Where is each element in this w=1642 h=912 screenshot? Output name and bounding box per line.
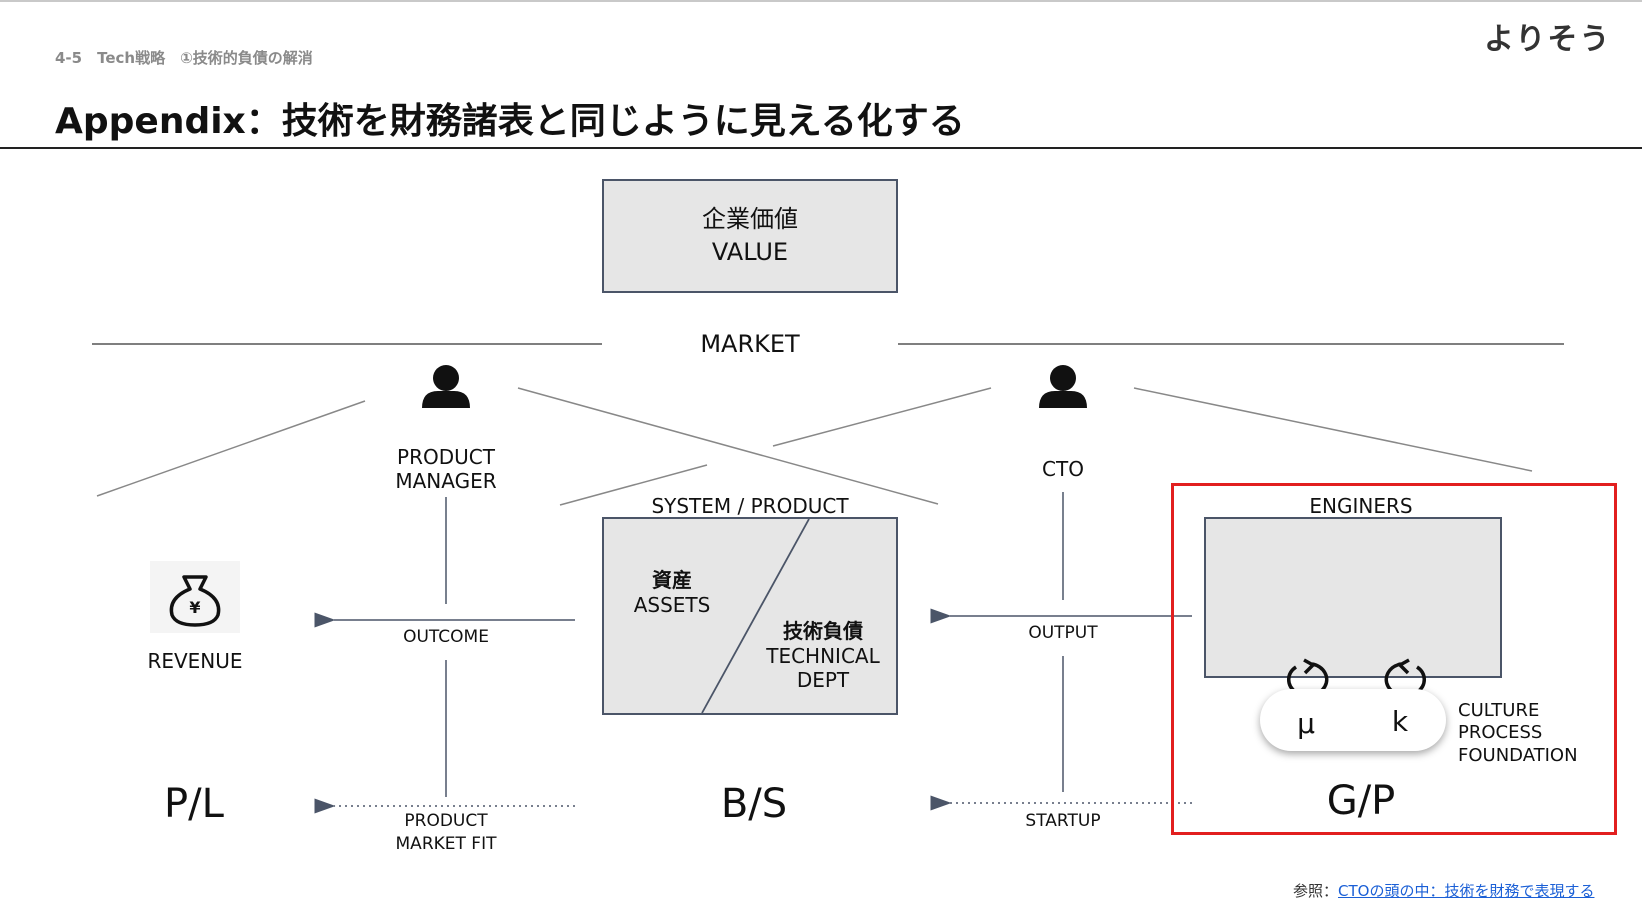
assets-label-en: ASSETS	[633, 593, 711, 617]
reference-prefix: 参照：	[1293, 882, 1339, 900]
outcome-label: OUTCOME	[403, 627, 489, 647]
debt-label-jp: 技術負債	[783, 619, 863, 643]
product-manager-label-2: MANAGER	[395, 469, 497, 493]
brand-logo-text: よりそう	[1484, 22, 1612, 57]
cto-label: CTO	[1042, 457, 1084, 481]
pm-diag-right	[517, 387, 939, 505]
pl-label: P/L	[164, 781, 224, 827]
section-label: 4-5 Tech戦略 ①技術的負債の解消	[55, 49, 313, 67]
foundation-label: FOUNDATION	[1458, 745, 1578, 766]
title-divider	[0, 147, 1642, 149]
pmf-label-2: MARKET FIT	[395, 834, 497, 854]
money-bag-icon: ¥	[150, 561, 240, 633]
mu-label: μ	[1297, 707, 1315, 740]
cto-diag-right	[1133, 387, 1533, 472]
value-label-en: VALUE	[711, 238, 789, 266]
assets-debt-divider	[701, 519, 810, 713]
brand-logo: よりそう	[1484, 14, 1611, 58]
system-product-label: SYSTEM / PRODUCT	[651, 494, 849, 518]
mu-k-pill	[1260, 689, 1446, 751]
product-manager-person-icon	[422, 365, 470, 408]
top-divider	[0, 0, 1642, 2]
revenue-label: REVENUE	[147, 649, 243, 673]
debt-label-en-2: DEPT	[796, 668, 850, 692]
market-label: MARKET	[700, 330, 800, 358]
debt-label-en-1: TECHNICAL	[766, 644, 880, 668]
k-label: k	[1391, 705, 1409, 738]
product-manager-label-1: PRODUCT	[397, 445, 495, 469]
bs-label: B/S	[720, 781, 788, 827]
output-label: OUTPUT	[1028, 623, 1098, 643]
cto-diag-left-a	[772, 387, 992, 447]
engineers-box	[1204, 517, 1502, 678]
pmf-label-1: PRODUCT	[404, 811, 488, 831]
reference-link[interactable]: CTOの頭の中：技術を財務で表現する	[1338, 882, 1595, 900]
system-product-box	[602, 517, 898, 715]
svg-text:¥: ¥	[189, 598, 200, 617]
pm-diag-left	[96, 400, 366, 497]
process-label: PROCESS	[1458, 722, 1543, 743]
reference-note: 参照：CTOの頭の中：技術を財務で表現する	[1293, 880, 1594, 901]
cto-diag-left-b	[559, 464, 708, 506]
value-box	[602, 179, 898, 293]
gp-label: G/P	[1326, 778, 1396, 824]
engineers-label: ENGINERS	[1309, 494, 1413, 518]
page-title: Appendix：技術を財務諸表と同じように見える化する	[55, 101, 965, 142]
culture-label: CULTURE	[1458, 700, 1540, 721]
startup-label: STARTUP	[1025, 811, 1101, 831]
value-label-jp: 企業価値	[702, 205, 798, 233]
cto-person-icon	[1039, 365, 1087, 408]
gp-highlight-frame	[1171, 483, 1617, 835]
assets-label-jp: 資産	[652, 568, 692, 592]
